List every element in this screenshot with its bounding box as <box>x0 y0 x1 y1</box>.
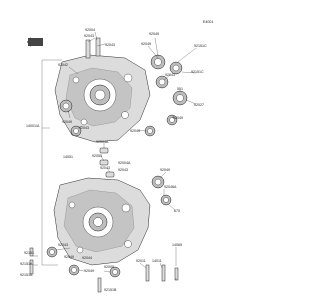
part-label: 92043 <box>118 168 128 172</box>
part-label: 92049 <box>64 255 74 259</box>
part-label: 92151B <box>104 288 117 292</box>
part-label: 92046A <box>164 185 177 189</box>
part-label: 92004A <box>118 161 131 165</box>
part-label: 92004A <box>96 140 109 144</box>
part-label: 92049 <box>62 120 72 124</box>
part-label: 92055 <box>92 154 102 158</box>
bolts <box>29 247 179 293</box>
part-label: 92042 <box>58 63 68 67</box>
part-label: 92049 <box>149 32 159 36</box>
part-label: 92043 <box>105 43 115 47</box>
part-label: 92004 <box>85 28 95 32</box>
exploded-parts-diagram: E4001 <box>20 20 213 293</box>
part-label: 92151A <box>20 273 33 277</box>
part-label: 92049 <box>141 42 151 46</box>
part-label: 92151 <box>24 251 34 255</box>
upper-crankcase-half <box>54 37 151 143</box>
lower-bearings <box>46 175 172 278</box>
part-label: 92005 <box>104 265 114 269</box>
part-label: 14011 <box>152 259 162 263</box>
part-label: 92151C <box>191 70 204 74</box>
part-label: 92011 <box>136 259 146 263</box>
part-labels: 92004 92043 92043 92049 92049 92151C 920… <box>20 28 207 292</box>
part-label: 14001/A <box>26 124 40 128</box>
part-label: 92049 <box>84 269 94 273</box>
upper-bearings <box>59 54 188 137</box>
part-label: 92049 <box>130 129 140 133</box>
dowel-pins <box>99 147 115 178</box>
part-label: 92151C <box>194 44 207 48</box>
part-label: 92151A <box>20 262 33 266</box>
front-arrow-icon <box>27 37 43 47</box>
part-label: 14051 <box>63 155 73 159</box>
part-label: 670 <box>174 209 180 213</box>
part-label: 92049 <box>173 116 183 120</box>
part-label: 92049 <box>160 168 170 172</box>
part-label: 92043 <box>165 73 175 77</box>
part-label: 92044 <box>82 256 92 260</box>
part-label: 92027 <box>194 103 204 107</box>
part-label: 92043 <box>100 166 110 170</box>
part-label: 14065 <box>172 243 182 247</box>
part-label: 551 <box>177 87 183 91</box>
lower-crankcase-half <box>53 177 151 266</box>
figure-id: E4001 <box>203 20 213 24</box>
assembly-bracket <box>41 59 62 266</box>
leader-lines <box>33 31 197 280</box>
part-label: 92043 <box>84 34 94 38</box>
part-label: 92043 <box>58 243 68 247</box>
part-label: 92043 <box>79 126 89 130</box>
